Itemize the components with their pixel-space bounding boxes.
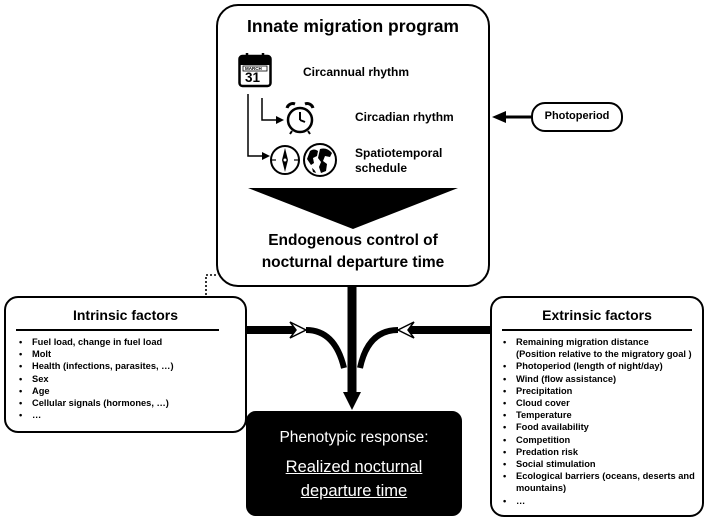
response-title: Phenotypic response: <box>279 429 429 446</box>
compass-icon <box>269 144 301 176</box>
list-item: Photoperiod (length of night/day) <box>503 360 703 372</box>
spatiotemporal-label-line1: Spatiotemporal <box>355 146 443 160</box>
list-item: Social stimulation <box>503 458 703 470</box>
list-item: … <box>503 495 703 507</box>
list-item: … <box>19 409 174 421</box>
intrinsic-to-center-arrow <box>247 321 347 369</box>
endogenous-line1: Endogenous control of <box>268 232 438 249</box>
list-item: Food availability <box>503 421 703 433</box>
list-item: Cloud cover <box>503 397 703 409</box>
intrinsic-factors-box: Intrinsic factors Fuel load, change in f… <box>4 296 247 433</box>
list-item: Age <box>19 385 174 397</box>
photoperiod-arrow <box>492 111 531 123</box>
list-item: Competition <box>503 434 703 446</box>
intrinsic-list: Fuel load, change in fuel load Molt Heal… <box>19 336 174 422</box>
calendar-icon: MARCH 31 <box>238 52 272 88</box>
list-item: Molt <box>19 348 174 360</box>
list-item: Predation risk <box>503 446 703 458</box>
intrinsic-title: Intrinsic factors <box>72 307 179 323</box>
alarm-clock-icon <box>282 100 318 136</box>
innate-program-box: Innate migration program MARCH 31 Circan… <box>216 4 490 287</box>
innate-title: Innate migration program <box>247 16 459 36</box>
list-item: Temperature <box>503 409 703 421</box>
list-item: Fuel load, change in fuel load <box>19 336 174 348</box>
extrinsic-title: Extrinsic factors <box>542 307 652 323</box>
calendar-day: 31 <box>245 70 261 85</box>
photoperiod-box: Photoperiod <box>531 102 623 132</box>
response-line2: departure time <box>300 482 408 500</box>
main-down-arrow <box>343 287 361 410</box>
list-item: Precipitation <box>503 385 703 397</box>
endogenous-line2: nocturnal departure time <box>261 254 445 271</box>
funnel-triangle <box>248 188 458 229</box>
calendar-month: MARCH <box>245 65 262 71</box>
extrinsic-list: Remaining migration distance(Position re… <box>503 336 703 507</box>
response-line1: Realized nocturnal <box>285 458 423 476</box>
list-item: Wind (flow assistance) <box>503 373 703 385</box>
photoperiod-label: Photoperiod <box>544 110 610 122</box>
extrinsic-factors-box: Extrinsic factors Remaining migration di… <box>490 296 704 517</box>
list-item: Remaining migration distance(Position re… <box>503 336 703 360</box>
schedule-bracket-lines <box>247 94 284 160</box>
intrinsic-divider <box>16 329 219 331</box>
phenotypic-response-box: Phenotypic response: Realized nocturnal … <box>246 411 462 516</box>
spatiotemporal-label-line2: schedule <box>355 161 408 175</box>
list-item: Sex <box>19 373 174 385</box>
extrinsic-to-center-arrow <box>357 321 490 369</box>
extrinsic-divider <box>502 329 692 331</box>
globe-icon <box>302 142 338 178</box>
list-item: Ecological barriers (oceans, deserts and… <box>503 470 703 494</box>
list-item: Health (infections, parasites, …) <box>19 360 174 372</box>
circadian-label: Circadian rhythm <box>355 110 454 124</box>
circannual-label: Circannual rhythm <box>303 65 410 79</box>
list-item: Cellular signals (hormones, …) <box>19 397 174 409</box>
